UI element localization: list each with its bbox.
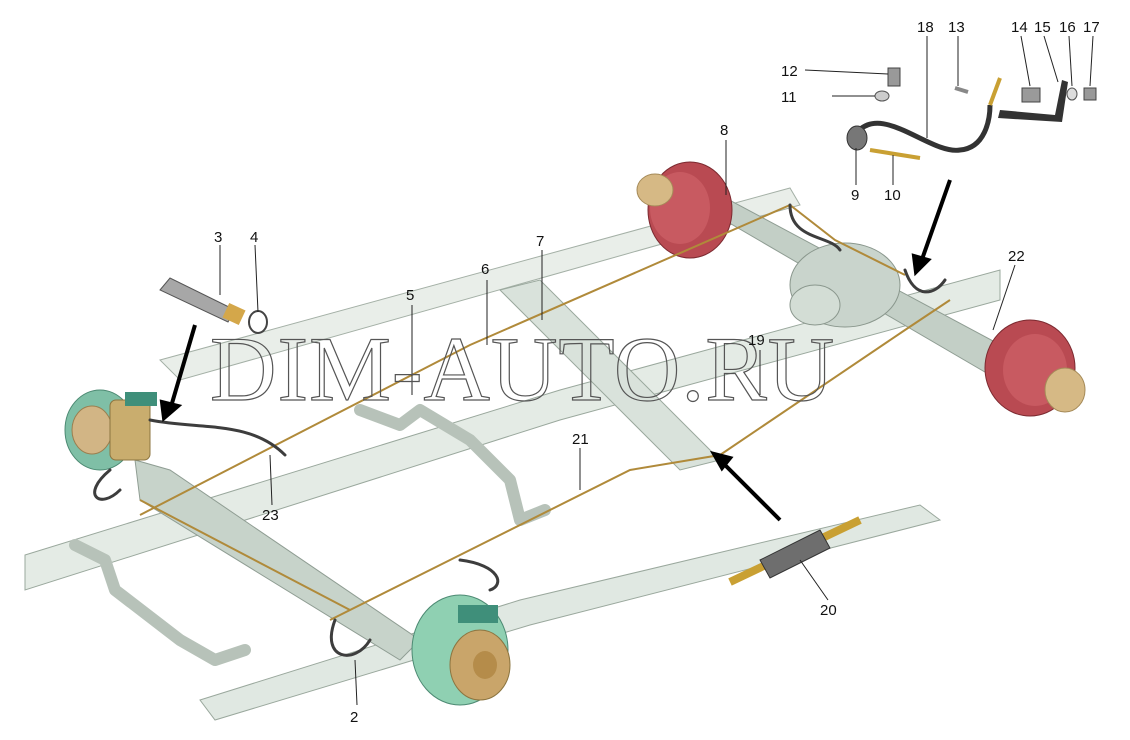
- part-16-washer: [1066, 87, 1078, 101]
- callout-9: 9: [851, 187, 859, 204]
- arrow-front-fitting: [168, 324, 197, 411]
- part-18-hose: [852, 77, 1002, 153]
- callout-11: 11: [781, 89, 797, 106]
- rear-drum-far: [636, 161, 733, 259]
- frame-rail-right: [159, 187, 801, 381]
- hose-rear: [788, 203, 842, 252]
- hose-front-left: [148, 418, 287, 457]
- hub-near: [1044, 367, 1086, 413]
- front-brake-right: [411, 594, 511, 706]
- callout-3: 3: [214, 229, 222, 246]
- part-9-banjo: [846, 125, 868, 151]
- caliper-left: [109, 399, 151, 461]
- callout-18: 18: [917, 19, 934, 36]
- hose-front-right: [329, 618, 372, 657]
- tube-front-upper: [354, 404, 551, 526]
- hose-rear-right: [903, 268, 947, 294]
- part-17-nut: [1083, 87, 1097, 101]
- front-brake-left: [64, 389, 157, 471]
- differential-cover: [789, 284, 841, 326]
- callout-14: 14: [1011, 19, 1028, 36]
- callout-4: 4: [250, 229, 258, 246]
- frame-rail-left: [24, 269, 1001, 591]
- callout-8: 8: [720, 122, 728, 139]
- callout-20: 20: [820, 602, 837, 619]
- hose-front-right-b: [458, 558, 500, 592]
- callout-13: 13: [948, 19, 965, 36]
- part-12-bolt: [887, 67, 901, 87]
- part-13-clip: [954, 86, 969, 94]
- part-20-coupling: [728, 516, 862, 586]
- callout-23: 23: [262, 507, 279, 524]
- watermark: DIM-AUTO.RU: [210, 318, 835, 420]
- front-suspension-tubes: [69, 404, 551, 666]
- callout-10: 10: [884, 187, 901, 204]
- callout-5: 5: [406, 287, 414, 304]
- flex-hoses: [93, 203, 947, 657]
- callout-15: 15: [1034, 19, 1051, 36]
- hub-far: [636, 173, 674, 207]
- callout-22: 22: [1008, 248, 1025, 265]
- pointer-arrows: [159, 179, 952, 522]
- callout-labels: 2 3 4 5 6 7 8 9 10 11 12 13 14 15 16 17 …: [214, 19, 1100, 726]
- part-3-fitting: [159, 277, 246, 326]
- callout-leaders: [219, 35, 1094, 706]
- frame-rail-rear: [199, 504, 942, 721]
- part-15-bracket: [998, 80, 1068, 122]
- part-11-washer: [874, 90, 890, 102]
- part-10-tube-end: [869, 148, 921, 160]
- tube-front-lower: [69, 539, 251, 666]
- arrow-coupling: [718, 458, 782, 522]
- hose-front-left-loop: [93, 468, 122, 501]
- callout-21: 21: [572, 431, 589, 448]
- chassis-frame: [24, 187, 1001, 721]
- callout-2: 2: [350, 709, 358, 726]
- arrow-rear-hose: [918, 179, 952, 266]
- callout-6: 6: [481, 261, 489, 278]
- callout-7: 7: [536, 233, 544, 250]
- callout-19: 19: [748, 332, 765, 349]
- callout-12: 12: [781, 63, 798, 80]
- part-14-nut: [1021, 87, 1041, 103]
- callout-17: 17: [1083, 19, 1100, 36]
- callout-16: 16: [1059, 19, 1076, 36]
- brake-line-lower: [329, 299, 951, 621]
- brake-line-front-cross: [139, 499, 351, 611]
- rear-drum-near: [984, 319, 1086, 417]
